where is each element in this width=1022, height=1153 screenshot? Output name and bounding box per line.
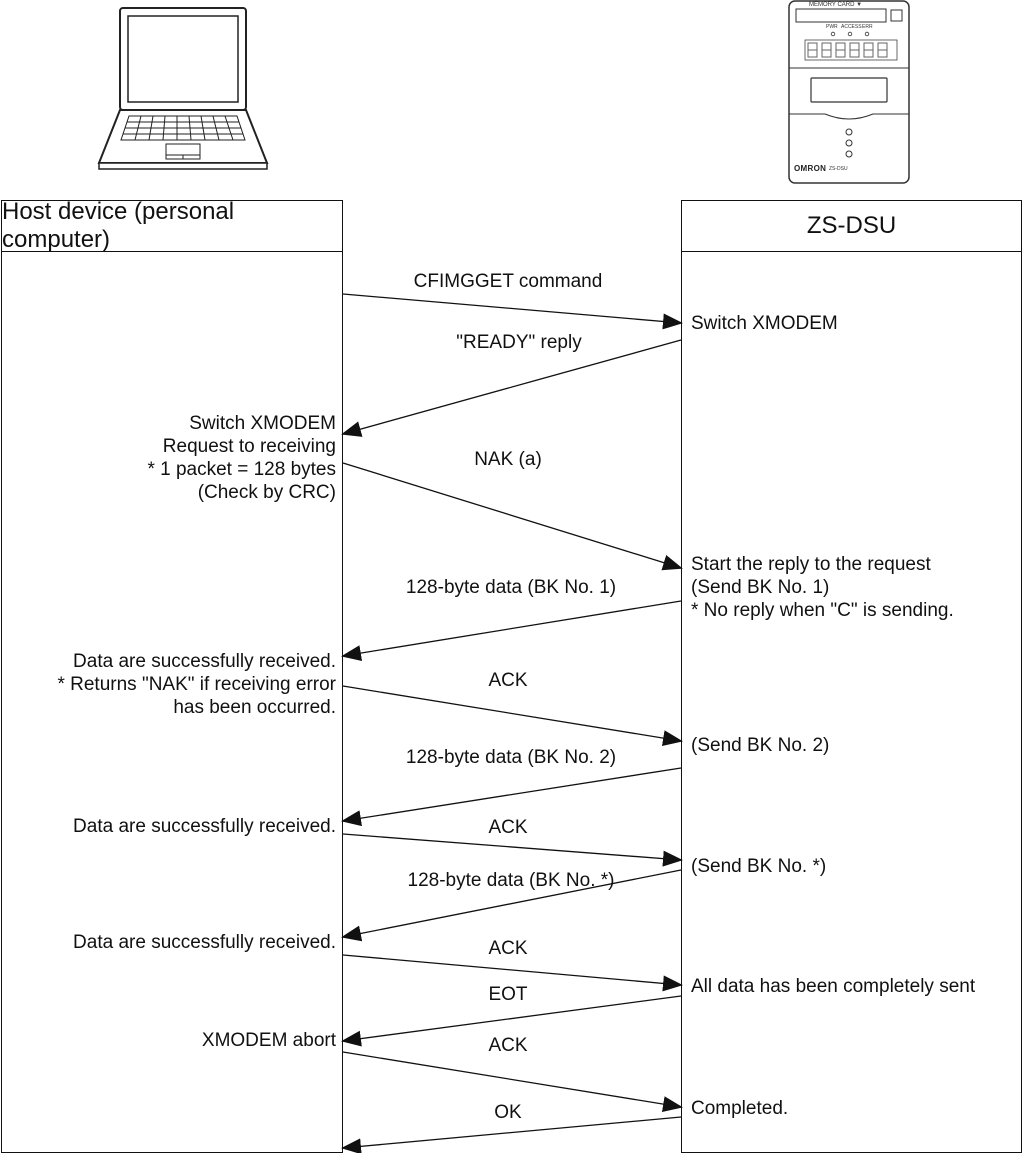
device-title: ZS-DSU — [682, 201, 1021, 252]
device-note: (Send BK No. 2) — [691, 735, 830, 756]
led-label-pwr: PWR — [826, 24, 838, 30]
device-lifeline: ZS-DSU — [681, 200, 1022, 1153]
memory-card-label: MEMORY CARD ▼ — [809, 2, 863, 8]
message-label: 128-byte data (BK No. 2) — [405, 747, 617, 768]
message-label: ACK — [488, 938, 528, 959]
arrow-ack-4 — [342, 1051, 683, 1113]
message-label: ACK — [488, 817, 528, 838]
zs-dsu-device-icon: MEMORY CARD ▼ PWR ACCESS ERR OMRON ZS-DS… — [787, 0, 911, 184]
device-note: (Send BK No. *) — [691, 856, 827, 877]
arrow-data-bk1 — [341, 600, 682, 662]
arrow-ack-2 — [342, 833, 683, 867]
message-label: EOT — [488, 984, 528, 1005]
device-model-label: ZS-DSU — [829, 166, 848, 172]
message-label: CFIMGGET command — [413, 271, 603, 292]
host-note: Switch XMODEM Request to receiving * 1 p… — [147, 413, 336, 503]
arrow-ack-3 — [342, 954, 683, 992]
device-note: Completed. — [691, 1098, 789, 1119]
arrow-eot — [341, 995, 682, 1047]
arrow-ack-1 — [342, 685, 683, 747]
device-brand-logo: OMRON — [794, 164, 827, 173]
led-label-access: ACCESS — [841, 24, 862, 30]
arrow-ok — [341, 1116, 682, 1153]
host-note: XMODEM abort — [201, 1030, 336, 1051]
host-note: Data are successfully received. — [73, 932, 336, 953]
message-label: ACK — [488, 670, 528, 691]
arrow-data-bkx — [341, 869, 682, 942]
host-title: Host device (personal computer) — [2, 198, 342, 253]
host-note: Data are successfully received. * Return… — [57, 651, 336, 718]
host-lifeline: Host device (personal computer) — [1, 198, 343, 1153]
arrow-cfimgget — [342, 293, 683, 330]
arrow-data-bk2 — [341, 767, 682, 827]
laptop-icon — [97, 7, 269, 170]
message-label: 128-byte data (BK No. *) — [407, 870, 615, 891]
message-label: NAK (a) — [474, 449, 542, 470]
message-label: OK — [494, 1102, 522, 1123]
device-note: All data has been completely sent — [691, 976, 976, 997]
message-label: "READY" reply — [456, 332, 582, 353]
message-label: 128-byte data (BK No. 1) — [405, 577, 617, 598]
message-label: ACK — [488, 1035, 528, 1056]
host-note: Data are successfully received. — [73, 816, 336, 837]
arrow-nak — [342, 462, 683, 571]
device-note: Switch XMODEM — [691, 313, 838, 334]
arrow-ready — [341, 339, 682, 437]
device-note: Start the reply to the request (Send BK … — [691, 554, 954, 621]
led-label-err: ERR — [862, 24, 873, 30]
